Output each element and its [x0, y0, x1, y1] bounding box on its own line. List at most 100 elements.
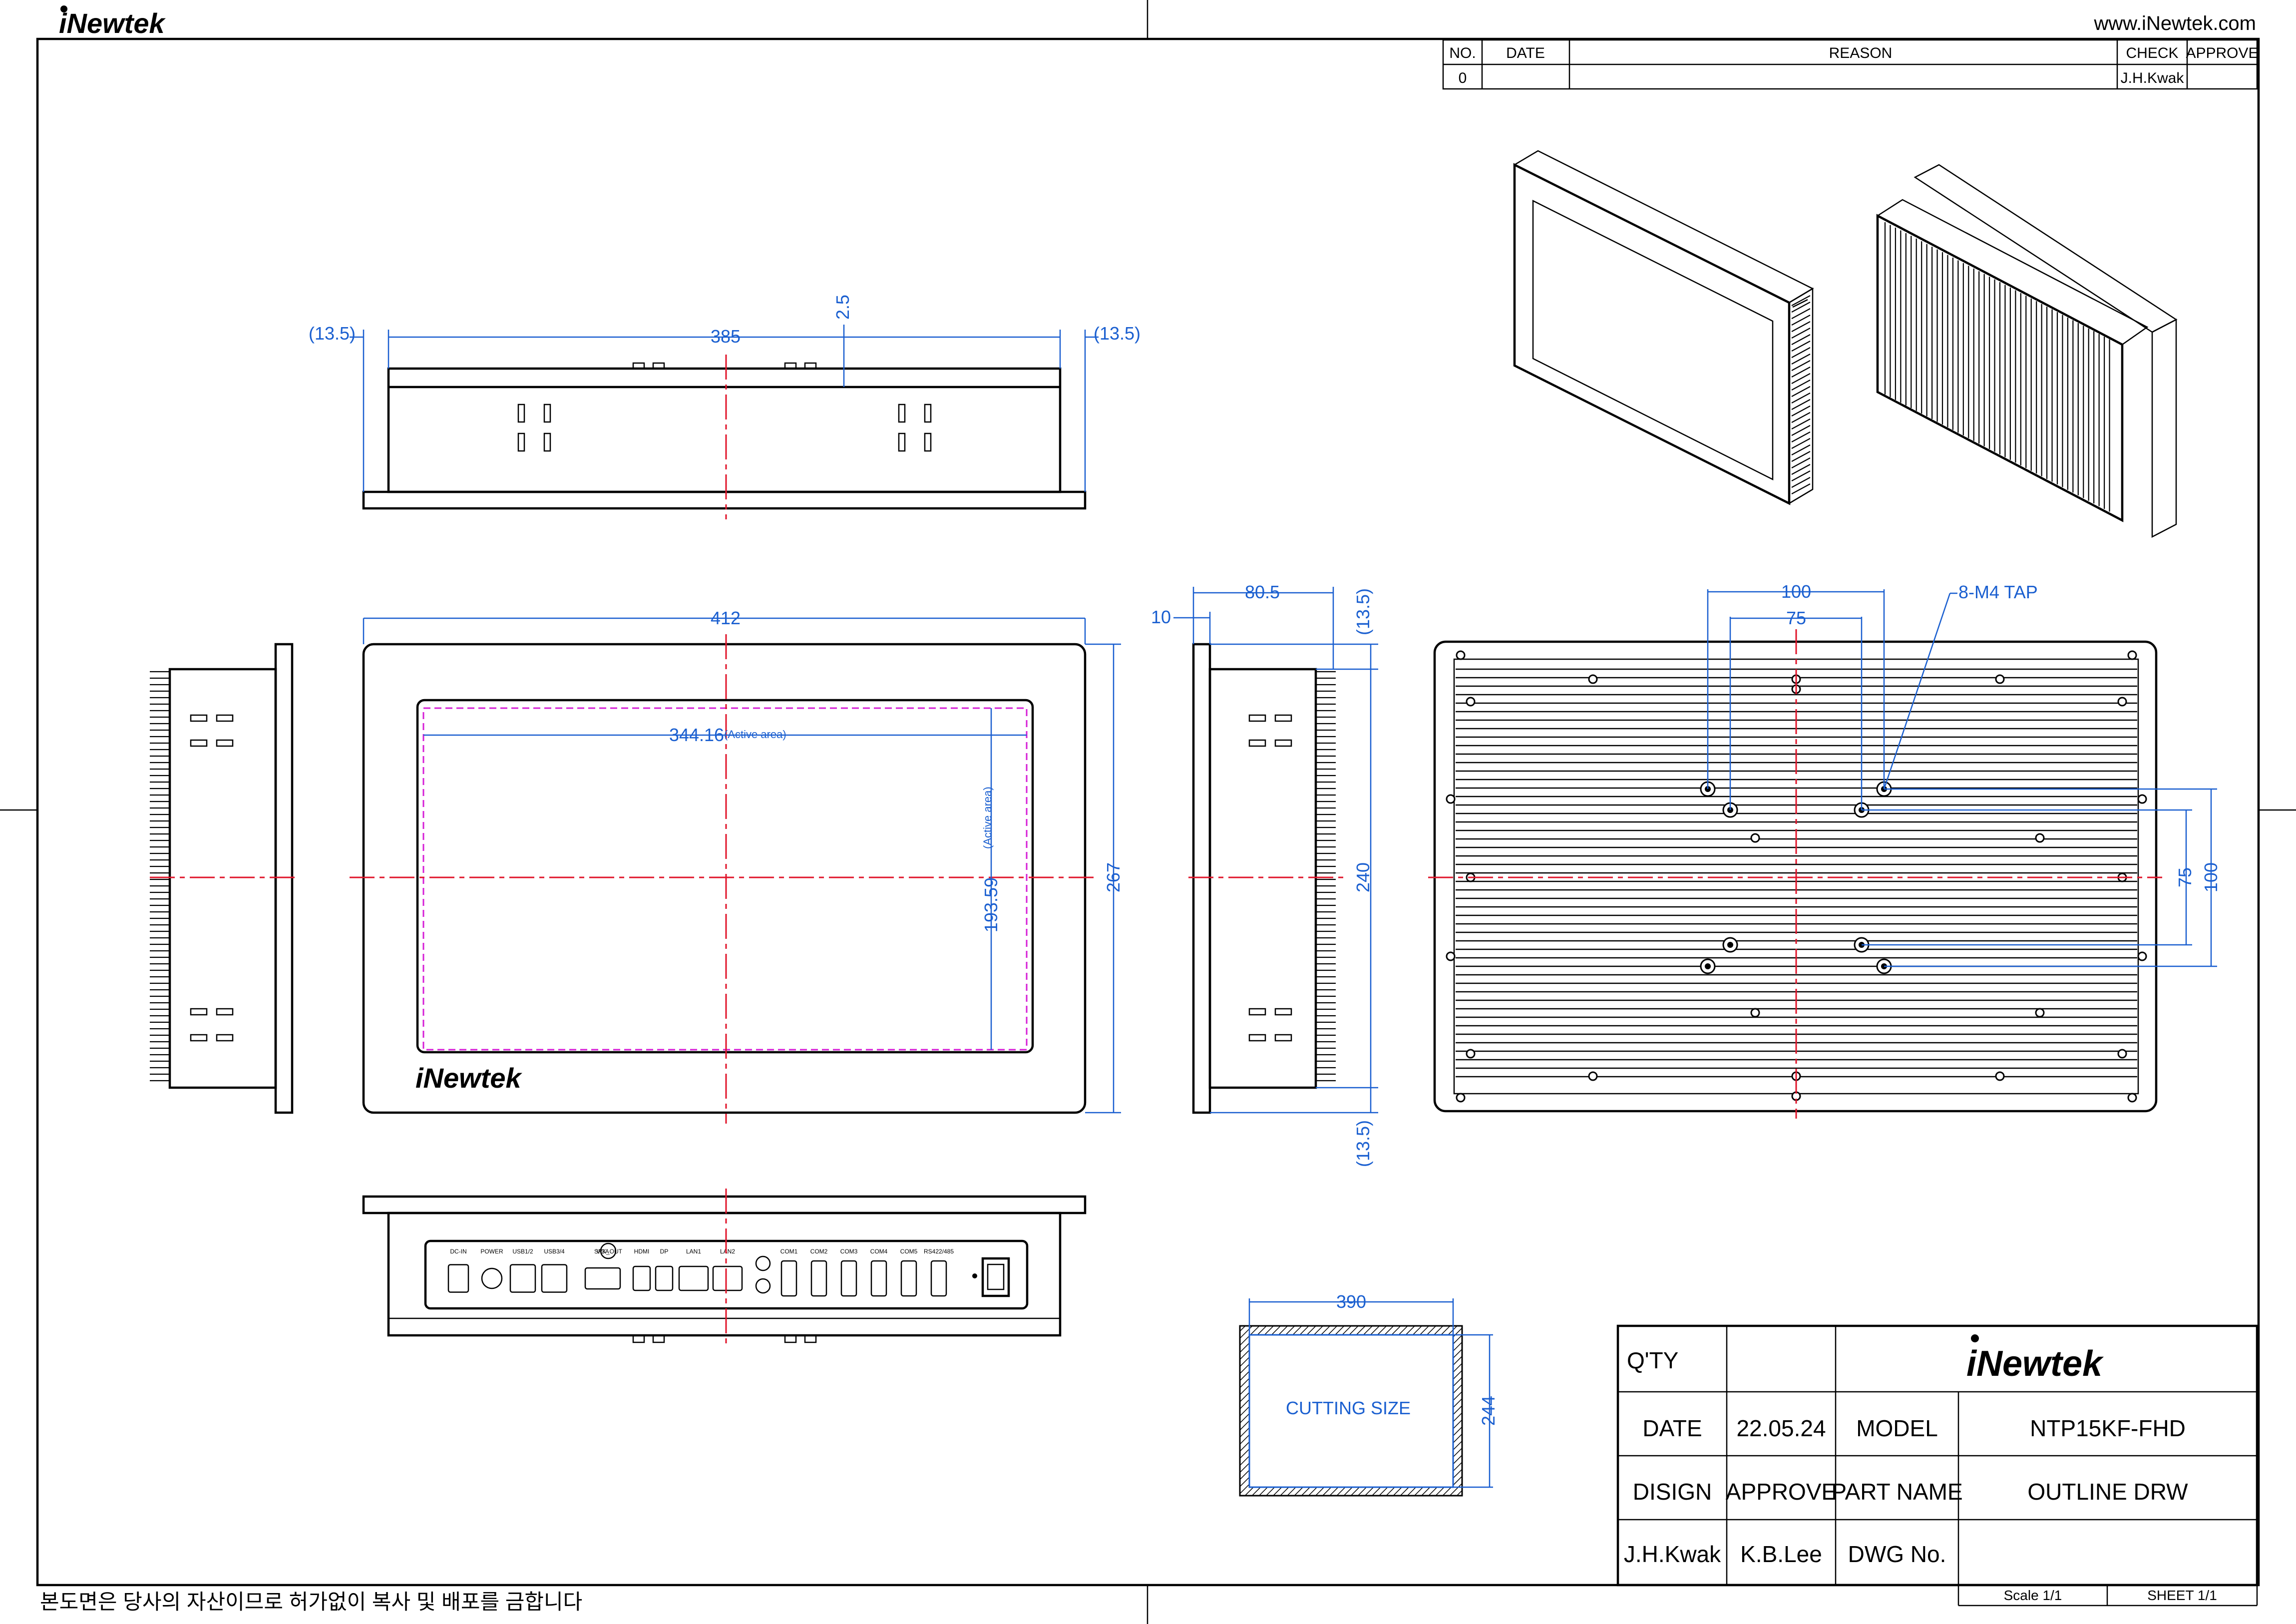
side-body-height: 240	[1353, 862, 1373, 892]
io-port-label: COM4	[870, 1248, 888, 1255]
screw-hole	[1456, 650, 1466, 660]
tb-qty-label: Q'TY	[1627, 1347, 1678, 1373]
io-port-label: DP	[660, 1248, 669, 1255]
io-port-label: LAN2	[720, 1248, 735, 1255]
front-width-dim: 412	[711, 608, 741, 628]
tb-designer: J.H.Kwak	[1624, 1541, 1721, 1567]
title-block: Q'TY DATE 22.05.24 MODEL NTP15KF-FHD DIS…	[1616, 1324, 2259, 1607]
screw-hole	[1588, 674, 1598, 684]
io-port	[655, 1265, 674, 1291]
vent-slot	[216, 714, 234, 722]
iso-fin	[1791, 341, 1811, 352]
tb-model-value: NTP15KF-FHD	[2030, 1415, 2186, 1441]
vent-slot	[1274, 1008, 1292, 1016]
io-port	[840, 1260, 857, 1297]
rear-view: 100 75 8-M4 TAP 100 75	[1428, 581, 2221, 1119]
io-port	[870, 1260, 887, 1297]
io-port-label: DC-IN	[450, 1248, 466, 1255]
screw-hole	[1588, 1071, 1598, 1081]
iso-fin	[1791, 308, 1811, 319]
rev-header-check: CHECK	[2126, 45, 2178, 61]
io-port-label: LAN1	[686, 1248, 701, 1255]
io-port	[900, 1260, 917, 1297]
vesa-hole-center	[1727, 942, 1733, 948]
iso-fin	[1791, 393, 1811, 404]
iso-fin	[1791, 477, 1811, 488]
vent-slot	[1274, 1034, 1292, 1042]
io-port	[780, 1260, 797, 1297]
vent-slot	[216, 1034, 234, 1042]
top-left-offset: (13.5)	[309, 323, 356, 344]
revision-table: NO. DATE REASON CHECK APPROVE 0 J.H.Kwak	[1442, 39, 2259, 90]
vent-slot	[543, 404, 551, 423]
iso-fin	[1791, 412, 1811, 423]
iso-fin	[1791, 457, 1811, 468]
vent-slot	[1274, 739, 1292, 747]
iso-fin	[1791, 470, 1811, 481]
top-view: 385 (13.5) (13.5) 2.5	[309, 295, 1141, 519]
iso-fin	[1791, 302, 1811, 313]
iso-fin	[1791, 373, 1811, 384]
tb-approver: K.B.Lee	[1740, 1541, 1822, 1567]
iso-fin	[1791, 380, 1811, 391]
tb-sheet: SHEET 1/1	[2147, 1588, 2217, 1603]
iso-fin	[1791, 347, 1811, 358]
vent-slot	[898, 404, 906, 423]
vent-slot	[1248, 1034, 1266, 1042]
vent-slot	[190, 739, 208, 747]
side-depth-dim: 80.5	[1245, 582, 1280, 602]
screw-hole	[2127, 1093, 2137, 1103]
active-width-note: (Active area)	[724, 728, 786, 741]
left-side-view	[150, 643, 300, 1114]
tb-date-label: DATE	[1642, 1415, 1702, 1441]
iso-fin	[1791, 328, 1811, 339]
footer-notice: 본도면은 당사의 자산이므로 허가없이 복사 및 배포를 금합니다	[40, 1590, 582, 1614]
tb-date-value: 22.05.24	[1736, 1415, 1826, 1441]
io-port-label: COM5	[900, 1248, 918, 1255]
io-port-label: USB1/2	[512, 1248, 533, 1255]
vent-slot	[1274, 714, 1292, 722]
top-right-offset: (13.5)	[1094, 323, 1141, 344]
tb-part-name-label: PART NAME	[1831, 1479, 1962, 1505]
active-height-dim: 193.59	[981, 877, 1001, 932]
rear-vesa-outer: 100	[1781, 581, 1811, 602]
iso-fin	[1791, 354, 1811, 365]
tb-approve-label: APPROVE	[1726, 1479, 1837, 1505]
io-port	[541, 1264, 568, 1293]
vent-slot	[543, 432, 551, 452]
iso-fin	[1791, 399, 1811, 410]
active-width-dim: 344.16	[669, 725, 724, 745]
front-height-dim: 267	[1103, 862, 1124, 892]
rev-row-no: 0	[1459, 70, 1467, 86]
tb-part-name-value: OUTLINE DRW	[2027, 1479, 2188, 1505]
iso-fin	[1791, 360, 1811, 371]
io-port-label: SPK_OUT	[594, 1248, 623, 1255]
cutout-width-dim: 390	[1336, 1291, 1366, 1312]
io-port	[712, 1265, 743, 1291]
screw-hole	[1466, 697, 1476, 707]
io-port-label: VGA	[596, 1248, 609, 1255]
screw-hole	[1995, 674, 2005, 684]
rev-header-reason: REASON	[1829, 45, 1893, 61]
rear-vesa-outer-v: 100	[2201, 862, 2221, 892]
io-port-label: POWER	[480, 1248, 503, 1255]
indicator-dot	[972, 1273, 977, 1278]
iso-fin	[1791, 431, 1811, 442]
iso-fin	[1791, 425, 1811, 436]
vent-slot	[1248, 739, 1266, 747]
io-port	[481, 1267, 503, 1289]
iso-fin	[1791, 483, 1811, 494]
screw-hole	[2127, 650, 2137, 660]
screw-hole	[2117, 1049, 2127, 1059]
iso-fin	[1791, 315, 1811, 326]
screw-hole	[1446, 951, 1456, 961]
io-port-label: USB3/4	[544, 1248, 565, 1255]
vent-slot	[517, 432, 525, 452]
front-view: iNewtek 412 267 344.16 (Active area) 193…	[350, 608, 1124, 1124]
io-port	[930, 1260, 947, 1297]
iso-fin	[1791, 386, 1811, 397]
top-overall-dim: 385	[711, 326, 741, 347]
screw-hole	[2137, 951, 2147, 961]
rev-header-date: DATE	[1506, 45, 1545, 61]
